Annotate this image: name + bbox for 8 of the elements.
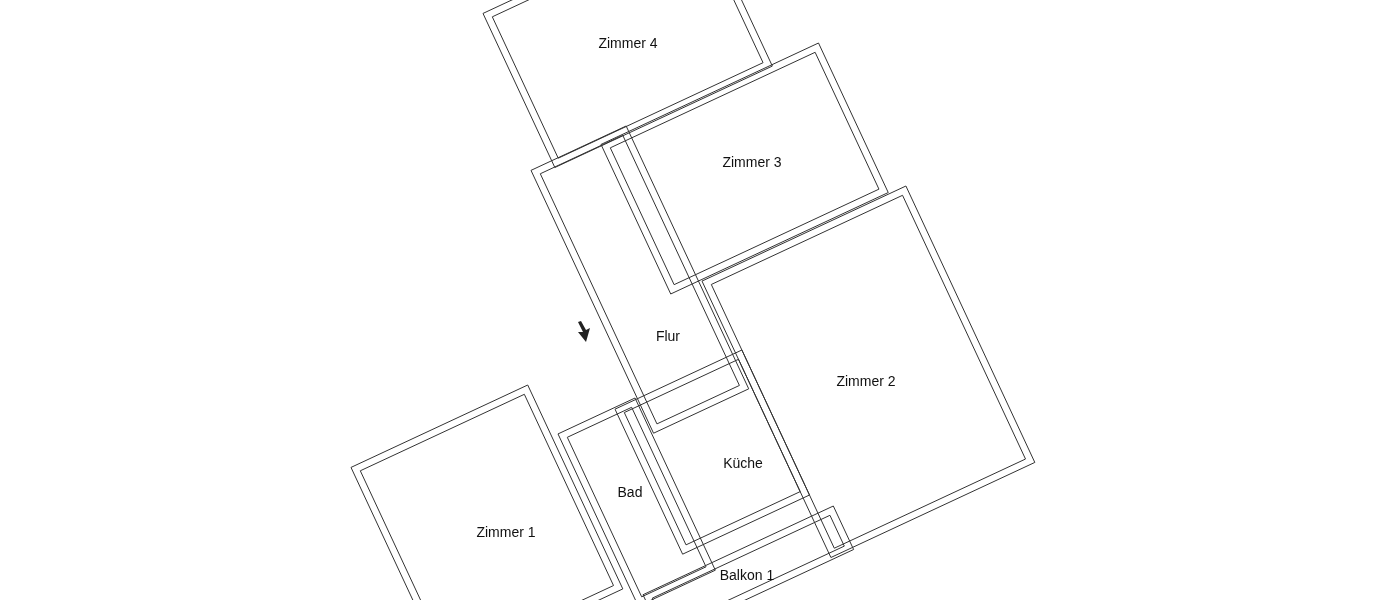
room-label: Zimmer 1 xyxy=(476,524,536,540)
room-label: Flur xyxy=(655,328,681,344)
room-label: Balkon 1 xyxy=(719,567,775,583)
room-label: Zimmer 2 xyxy=(836,373,896,389)
room-label: Zimmer 3 xyxy=(722,154,782,170)
room-label: Zimmer 4 xyxy=(598,35,658,51)
room-label: Bad xyxy=(617,484,643,500)
room-label: Küche xyxy=(723,455,763,471)
